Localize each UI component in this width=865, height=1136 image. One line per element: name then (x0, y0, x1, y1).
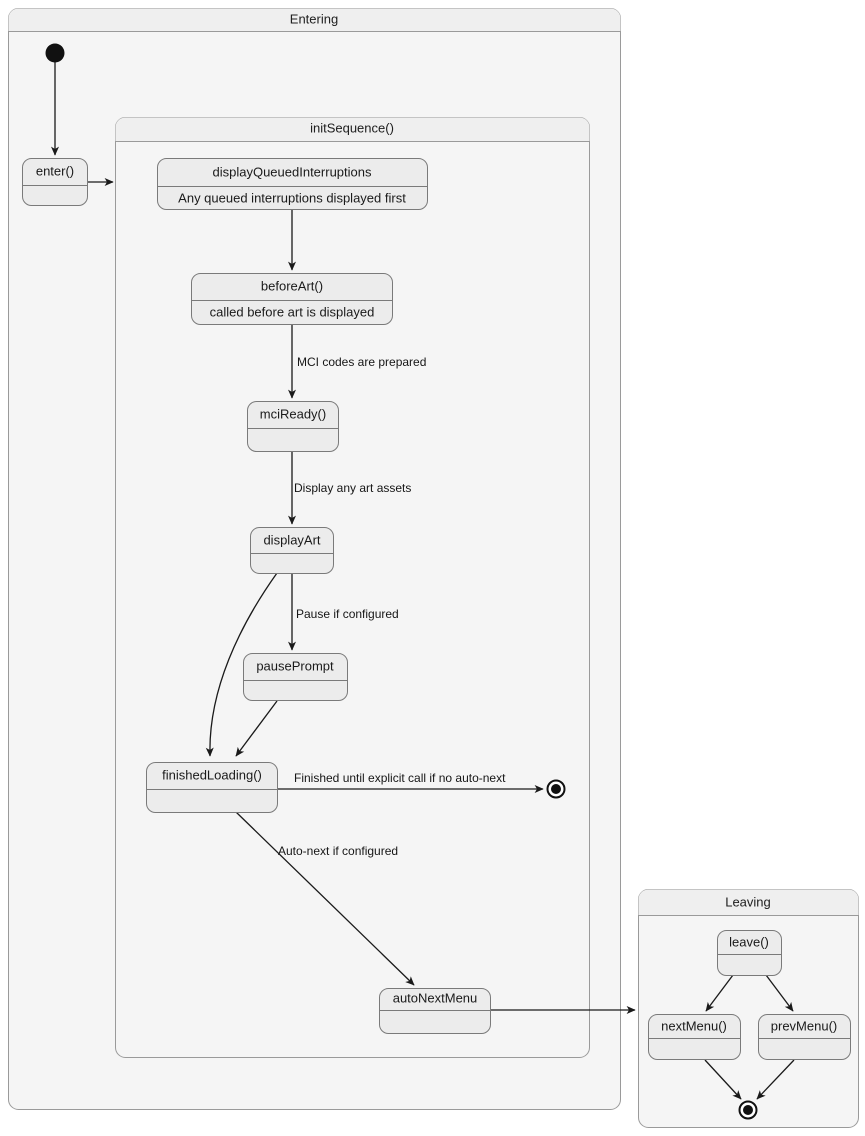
state-node-finished-loading[interactable]: finishedLoading() (146, 762, 278, 813)
final-state-node-leaving[interactable] (738, 1100, 758, 1120)
edge-prevmenu-to-final (756, 1059, 795, 1100)
state-auto-next-menu-title: autoNextMenu (393, 990, 478, 1005)
state-node-display-queued-interruptions[interactable]: displayQueuedInterruptions Any queued in… (157, 158, 428, 210)
state-node-mci-ready[interactable]: mciReady() (247, 401, 339, 452)
edge-leave-to-nextmenu (705, 974, 734, 1012)
state-enter-title: enter() (36, 163, 74, 178)
edge-finishedloading-to-autonextmenu (235, 811, 415, 986)
state-leave-title: leave() (729, 934, 769, 949)
state-node-next-menu[interactable]: nextMenu() (648, 1014, 741, 1060)
edge-displayart-to-finishedloading (205, 572, 278, 757)
state-before-art-desc: called before art is displayed (210, 304, 375, 319)
final-state-node-entering[interactable] (546, 779, 566, 799)
state-node-display-art[interactable]: displayArt (250, 527, 334, 574)
state-node-auto-next-menu[interactable]: autoNextMenu (379, 988, 491, 1034)
state-pause-prompt-title: pausePrompt (256, 658, 334, 673)
state-display-queued-interruptions-title: displayQueuedInterruptions (213, 164, 372, 179)
state-prev-menu-title: prevMenu() (771, 1018, 837, 1033)
state-before-art-title: beforeArt() (261, 278, 323, 293)
initial-state-node[interactable] (45, 43, 65, 63)
container-init-sequence[interactable]: initSequence() (115, 117, 590, 1058)
edge-leave-to-prevmenu (765, 974, 794, 1012)
state-node-pause-prompt[interactable]: pausePrompt (243, 653, 348, 701)
edge-label-display-art-assets: Display any art assets (294, 481, 411, 495)
edge-label-auto-next-if-configured: Auto-next if configured (278, 844, 398, 858)
edge-pauseprompt-to-finishedloading (235, 700, 278, 757)
container-entering-label: Entering (290, 11, 338, 26)
state-node-leave[interactable]: leave() (717, 930, 782, 976)
container-init-sequence-label: initSequence() (310, 120, 394, 135)
edge-label-finished-until-explicit: Finished until explicit call if no auto-… (294, 771, 506, 785)
state-next-menu-title: nextMenu() (661, 1018, 727, 1033)
container-leaving[interactable]: Leaving (638, 889, 859, 1128)
state-display-queued-interruptions-desc: Any queued interruptions displayed first (178, 190, 406, 205)
edge-nextmenu-to-final (704, 1059, 742, 1100)
state-finished-loading-title: finishedLoading() (162, 767, 262, 782)
edge-label-pause-if-configured: Pause if configured (296, 607, 399, 621)
state-display-art-title: displayArt (263, 532, 320, 547)
state-node-prev-menu[interactable]: prevMenu() (758, 1014, 851, 1060)
state-node-before-art[interactable]: beforeArt() called before art is display… (191, 273, 393, 325)
container-leaving-label: Leaving (725, 894, 771, 909)
edge-label-mci-codes: MCI codes are prepared (297, 355, 426, 369)
state-node-enter[interactable]: enter() (22, 158, 88, 206)
state-mci-ready-title: mciReady() (260, 406, 326, 421)
